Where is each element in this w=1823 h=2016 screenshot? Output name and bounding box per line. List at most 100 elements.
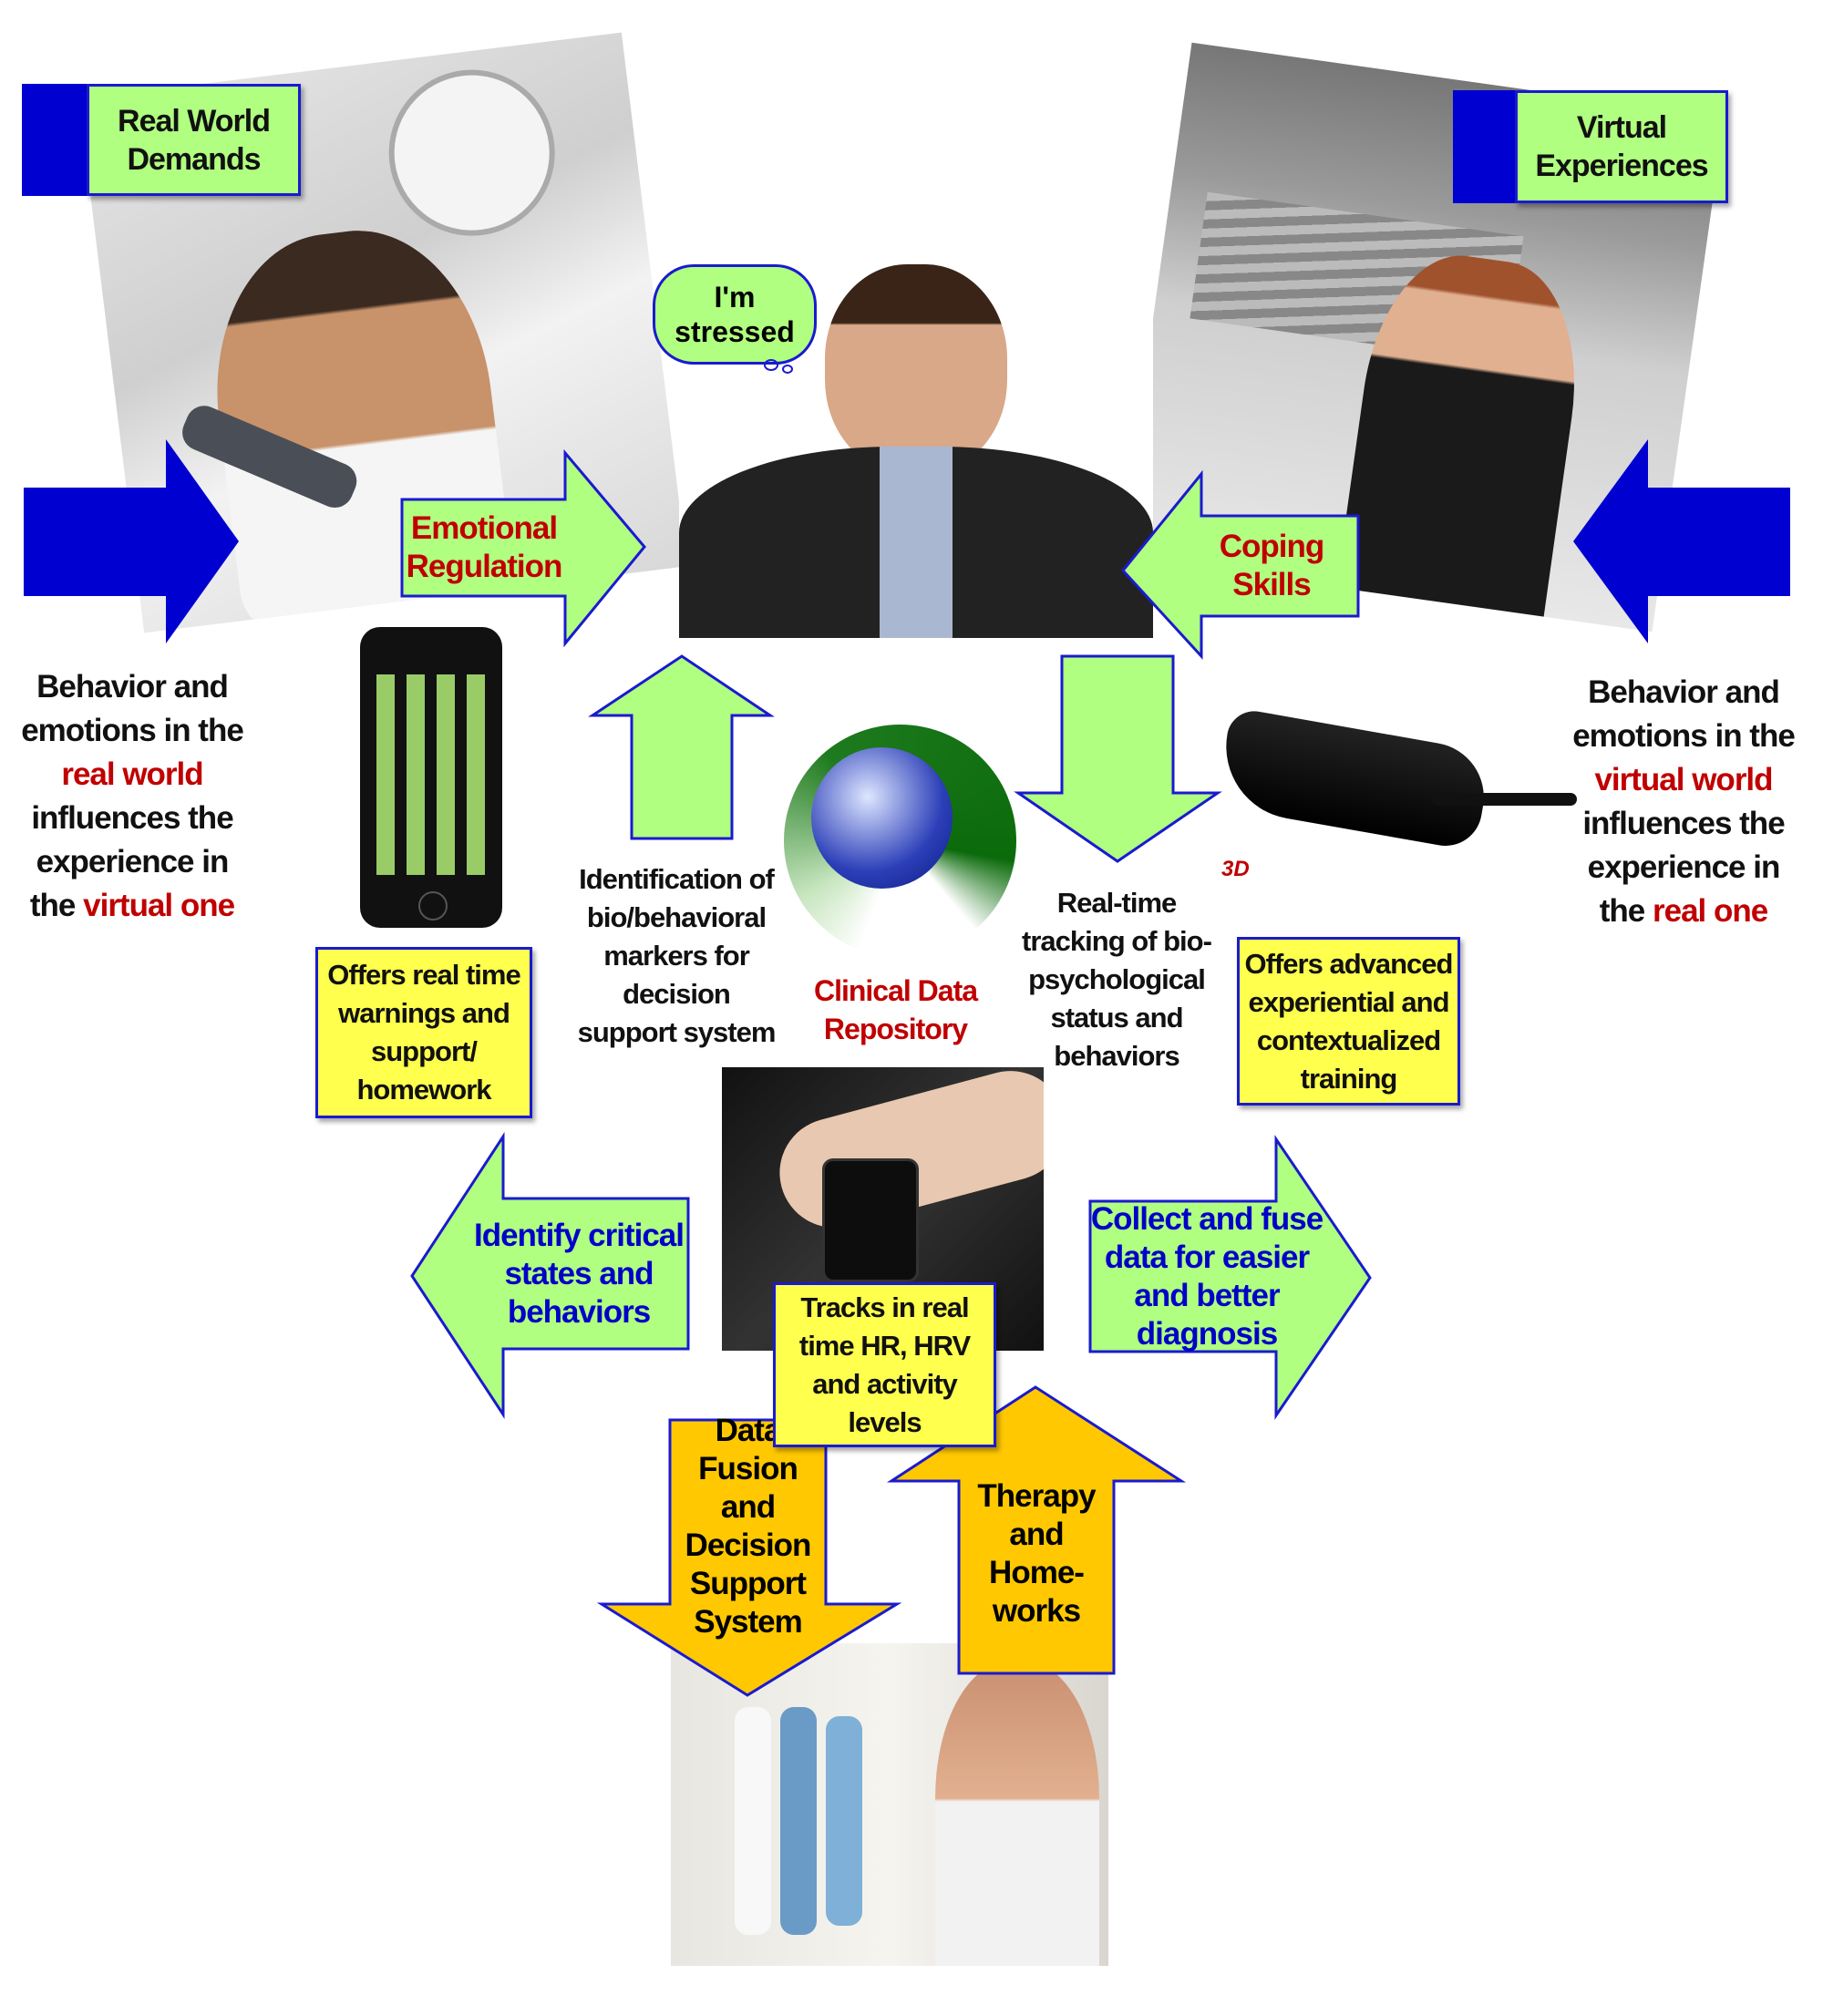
label-line: Virtual <box>1576 110 1667 145</box>
clinical-repository-label: Clinical Data Repository <box>802 972 989 1048</box>
label-line: System <box>694 1604 803 1640</box>
caption-text: the <box>29 888 76 923</box>
label-line: Fusion and <box>698 1451 798 1525</box>
caption-line: emotions in the <box>21 713 244 748</box>
smartphone-image <box>360 627 502 928</box>
label-line: Data <box>715 1413 782 1448</box>
label-line: Real World <box>118 103 271 139</box>
text-line: Repository <box>823 1013 968 1045</box>
text-line: behaviors <box>1054 1040 1179 1072</box>
caption-line: influences the <box>1582 806 1785 841</box>
coping-skills-arrow <box>1121 469 1360 660</box>
realtime-tracking-text: Real-time tracking of bio- psychological… <box>1007 884 1226 1075</box>
label-line: Emotional <box>410 510 558 546</box>
caption-highlight: virtual one <box>83 888 235 923</box>
label-line: Coping <box>1219 529 1325 564</box>
text-line: tracking of bio- <box>1022 925 1212 957</box>
label-line: and Home- <box>989 1517 1085 1590</box>
label-line: Experiences <box>1535 149 1708 183</box>
staff-figure <box>735 1707 771 1935</box>
clinicians-photo <box>671 1643 1108 1966</box>
staff-figure <box>780 1707 817 1935</box>
bubble-line: I'm <box>714 281 756 314</box>
man-head <box>825 264 1007 474</box>
text-line: Clinical Data <box>813 974 978 1007</box>
label-line: works <box>992 1593 1081 1629</box>
globe-icon <box>811 747 953 889</box>
box-line: warnings and <box>338 997 510 1029</box>
box-line: experiential and <box>1248 985 1449 1018</box>
label-line: diagnosis <box>1136 1315 1278 1352</box>
caption-highlight: real one <box>1653 893 1768 929</box>
text-line: decision <box>623 978 731 1010</box>
text-line: Real-time <box>1056 887 1178 919</box>
clinical-repository-logo <box>784 725 1016 957</box>
vr-feature-box: Offers advanced experiential and contextua… <box>1237 937 1460 1106</box>
caption-line: Behavior and <box>36 669 229 705</box>
label-line: states and <box>504 1255 654 1291</box>
text-line: Identification of <box>579 863 775 895</box>
label-line: Demands <box>127 141 261 177</box>
box-line: Offers real time <box>327 959 520 991</box>
text-line: status and <box>1050 1002 1183 1034</box>
caption-highlight: real world <box>61 756 203 792</box>
caption-line: experience in <box>36 844 230 879</box>
box-line: training <box>1300 1062 1398 1095</box>
label-line: Collect and fuse <box>1090 1200 1323 1237</box>
top-left-label-accent <box>22 84 90 196</box>
caption-text: the <box>1599 893 1645 929</box>
label-line: Support <box>689 1566 807 1601</box>
left-caption: Behavior and emotions in the real world … <box>9 665 255 928</box>
thought-dot <box>764 359 778 371</box>
caption-highlight: virtual world <box>1594 762 1773 797</box>
box-line: Offers advanced <box>1244 947 1454 980</box>
wristband-device <box>822 1158 919 1282</box>
label-line: data for easier <box>1104 1239 1310 1275</box>
staff-figure <box>826 1716 862 1926</box>
thought-dot <box>782 365 793 374</box>
down-arrow-tracking <box>1014 654 1222 863</box>
label-line: Regulation <box>406 549 563 584</box>
up-arrow-identification <box>588 654 775 840</box>
doctor-figure <box>935 1661 1099 1966</box>
label-line: Decision <box>685 1527 812 1563</box>
phone-screen <box>371 674 491 875</box>
top-right-label-accent <box>1453 90 1519 203</box>
left-blue-arrow <box>24 439 239 643</box>
right-blue-arrow <box>1573 439 1790 643</box>
caption-line: Behavior and <box>1588 674 1780 710</box>
emotional-regulation-arrow <box>400 448 646 648</box>
therapy-up-arrow <box>886 1385 1187 1675</box>
man-shirt <box>880 447 953 638</box>
caption-line: the real one <box>1560 890 1807 933</box>
glasses-brand-label: 3D <box>1221 857 1250 881</box>
identification-text: Identification of bio/behavioral markers… <box>567 860 786 1052</box>
label-line: Skills <box>1232 567 1311 602</box>
label-line: Therapy <box>977 1478 1096 1514</box>
caption-line: influences the <box>31 800 233 836</box>
text-line: psychological <box>1028 963 1206 995</box>
label-line: behaviors <box>507 1293 651 1330</box>
text-line: support system <box>577 1016 777 1048</box>
bubble-line: stressed <box>675 315 795 348</box>
text-line: bio/behavioral <box>586 901 767 933</box>
box-line: and activity <box>812 1367 958 1400</box>
box-line: contextualized <box>1256 1023 1441 1056</box>
label-line: Identify critical <box>473 1217 685 1253</box>
identify-critical-arrow <box>410 1131 690 1420</box>
home-button <box>418 891 448 921</box>
glasses-arm <box>1431 793 1577 806</box>
box-line: time HR, HRV <box>798 1329 971 1362</box>
caption-line: experience in <box>1587 849 1781 885</box>
